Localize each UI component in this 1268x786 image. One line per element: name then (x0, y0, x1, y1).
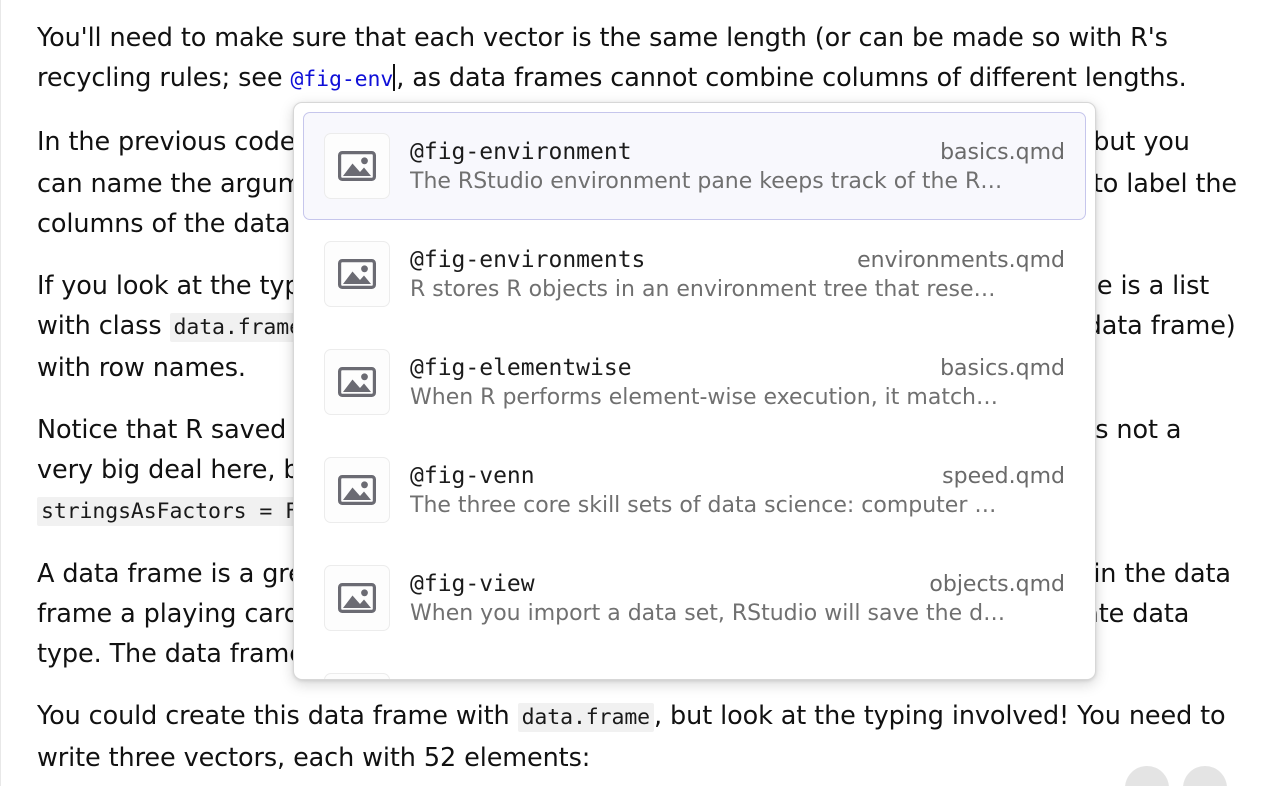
xref-item-id: @fig-environment (410, 138, 632, 165)
xref-list-item[interactable]: @fig-cardsbasics.qmd (303, 652, 1086, 679)
fab-right-button[interactable] (1183, 766, 1227, 786)
inline-code: data.frame (169, 313, 306, 342)
paragraph-text: , as data frames cannot combine columns … (396, 63, 1187, 93)
xref-item-text: @fig-environments environments.qmd R store… (410, 247, 1065, 302)
xref-item-id: @fig-elementwise (410, 354, 632, 381)
paragraph-text: You could create this data frame with (37, 701, 518, 731)
inline-code: data.frame (517, 703, 655, 732)
xref-item-header: @fig-elementwise basics.qmd (410, 355, 1065, 381)
image-placeholder-icon (324, 133, 390, 199)
xref-item-header: @fig-environment basics.qmd (410, 139, 1065, 165)
paragraph[interactable]: You'll need to make sure that each vecto… (37, 18, 1237, 100)
paragraph-text: , but look at the typing involved! You n… (37, 701, 1226, 773)
xref-item-file: speed.qmd (942, 463, 1065, 489)
xref-item-file: basics.qmd (940, 355, 1065, 381)
xref-item-description: When you import a data set, RStudio will… (410, 600, 1006, 626)
xref-item-description: The RStudio environment pane keeps track… (410, 168, 1003, 194)
xref-item-id: @fig-environments (410, 246, 646, 273)
paragraph[interactable]: You could create this data frame with da… (37, 696, 1237, 778)
xref-item-file: objects.qmd (929, 571, 1065, 597)
paragraph-text: You'll need to make sure that each vecto… (37, 23, 1168, 93)
image-placeholder-icon (324, 349, 390, 415)
image-placeholder-icon (324, 241, 390, 307)
image-placeholder-icon (324, 565, 390, 631)
xref-item-header: @fig-environments environments.qmd (410, 247, 1065, 273)
image-placeholder-icon (324, 457, 390, 523)
xref-item-id: @fig-view (410, 570, 535, 597)
cross-reference-token[interactable]: @fig-env (290, 67, 394, 92)
image-placeholder-icon (324, 673, 390, 679)
xref-item-file: basics.qmd (940, 139, 1065, 165)
xref-list-item[interactable]: @fig-environments environments.qmd R store… (303, 220, 1086, 328)
xref-item-file: environments.qmd (857, 247, 1065, 273)
xref-item-description: R stores R objects in an environment tre… (410, 276, 996, 302)
fab-left-button[interactable] (1125, 766, 1169, 786)
text-caret (393, 64, 396, 91)
xref-item-id: @fig-venn (410, 462, 535, 489)
xref-item-description: The three core skill sets of data scienc… (410, 492, 997, 518)
xref-item-header: @fig-venn speed.qmd (410, 463, 1065, 489)
xref-item-header: @fig-view objects.qmd (410, 571, 1065, 597)
xref-item-description: When R performs element-wise execution, … (410, 384, 998, 410)
